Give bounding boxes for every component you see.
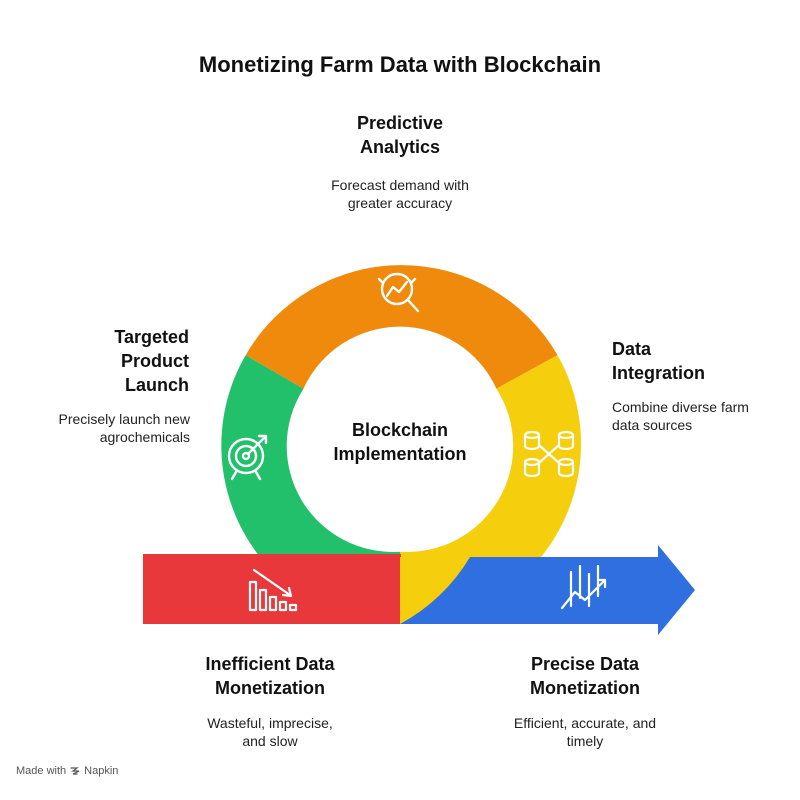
center-label: Blockchain Implementation [333,420,467,464]
ring-tail-data-integration [400,557,470,624]
target-icon [227,434,268,481]
ring-segment-predictive-analytics [245,265,558,389]
footer-made-with: Made with [16,765,67,777]
precise-data-monetization-description: Efficient, accurate, and timely [513,715,657,749]
ring-segment-targeted-product-launch [221,355,400,557]
predictive-analytics-heading: Predictive Analytics [356,113,444,157]
inefficient-data-monetization-heading: Inefficient Data Monetization [205,654,335,698]
targeted-product-launch-heading: Targeted Product Launch [114,327,189,395]
inefficient-data-monetization-description: Wasteful, imprecise, and slow [207,715,333,749]
targeted-product-launch-description: Precisely launch new agrochemicals [58,411,190,445]
napkin-logo-icon [70,767,80,775]
precise-data-monetization-heading: Precise Data Monetization [530,654,640,698]
data-integration-heading: Data Integration [612,339,705,383]
analytics-magnifier-icon [377,272,420,313]
ring-segment-data-integration [400,355,581,625]
inefficient-monetization-bar [143,554,401,624]
data-integration-description: Combine diverse farm data sources [612,399,749,433]
declining-chart-icon [248,568,298,612]
precise-monetization-arrow [400,545,695,635]
predictive-analytics-description: Forecast demand with greater accuracy [331,177,469,211]
rising-chart-icon [560,564,607,610]
database-merge-icon [523,430,575,478]
page-title: Monetizing Farm Data with Blockchain [198,52,602,77]
footer-watermark: Made with Napkin [16,765,118,777]
footer-brand: Napkin [84,765,119,777]
